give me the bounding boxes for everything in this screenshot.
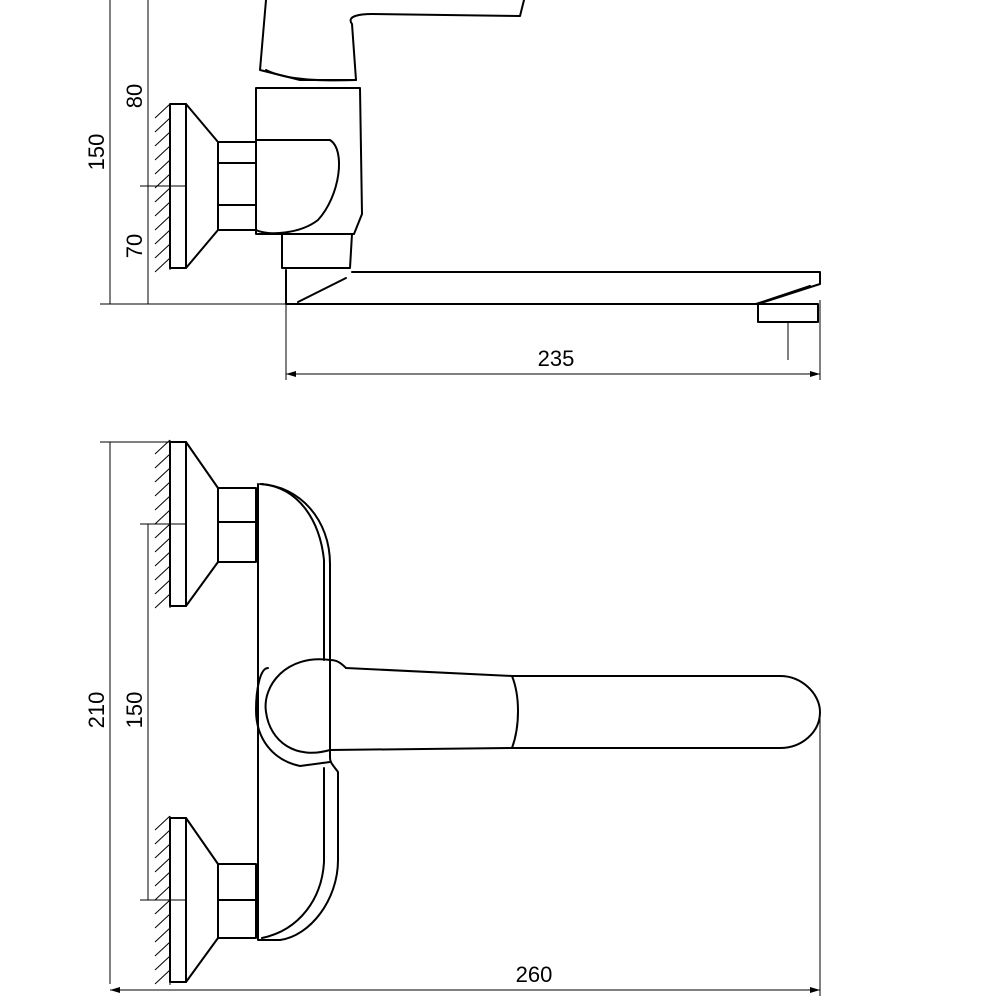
side-eccentric-connector (217, 141, 257, 231)
side-dim-80: 80 (122, 84, 147, 108)
side-wall-hatch (154, 103, 171, 273)
side-view: 150 80 70 235 (84, 0, 821, 380)
top-dimensions (100, 441, 821, 996)
side-dim-235: 235 (538, 346, 575, 371)
top-mixer-body (257, 483, 339, 941)
side-dim-70: 70 (122, 234, 147, 258)
side-dimensions (100, 0, 821, 380)
top-dim-260: 260 (516, 962, 553, 987)
side-dim-150: 150 (84, 134, 109, 171)
top-view: 210 150 260 (84, 439, 821, 996)
side-lever-handle (259, 0, 525, 82)
top-lever-handle (255, 658, 821, 767)
side-spout (285, 269, 821, 323)
side-mixer-body (255, 87, 363, 269)
top-dim-210: 210 (84, 692, 109, 729)
top-dim-150: 150 (122, 692, 147, 729)
